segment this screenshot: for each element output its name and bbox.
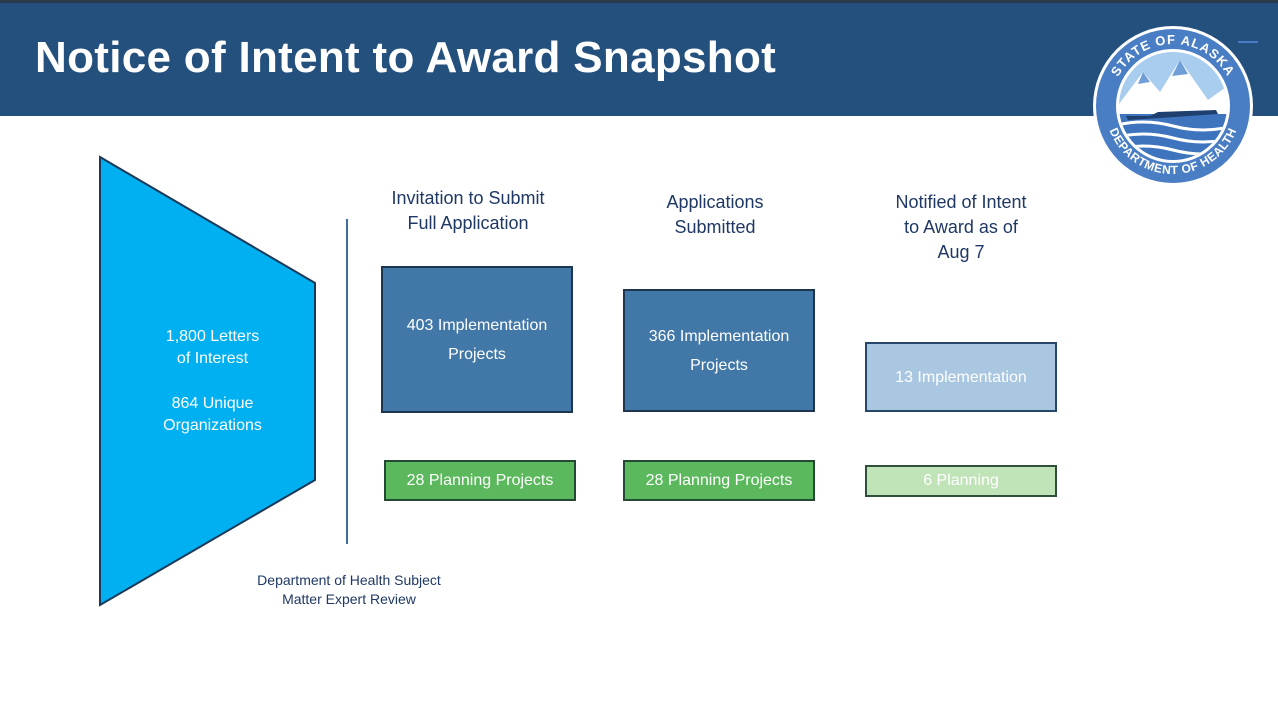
planning-box-invitation: 28 Planning Projects <box>384 460 576 501</box>
column-heading-invitation: Invitation to Submit Full Application <box>391 188 545 233</box>
implementation-box-invitation: 403 Implementation Projects <box>381 266 573 413</box>
title-bar: Notice of Intent to Award Snapshot <box>0 3 1278 116</box>
funnel-line-3: 864 Unique <box>171 395 254 412</box>
column-heading-submitted: Applications Submitted <box>666 192 764 237</box>
department-of-health-seal: STATE OF ALASKA DEPARTMENT OF HEALTH <box>1093 26 1258 186</box>
implementation-box-notified: 13 Implementation <box>865 342 1057 412</box>
review-label: Department of Health Subject Matter Expe… <box>238 571 460 609</box>
funnel-text: 1,800 Letters of Interest 864 Unique Org… <box>130 326 295 437</box>
funnel-line-4: Organizations <box>163 417 262 434</box>
implementation-box-submitted: 366 Implementation Projects <box>623 289 815 412</box>
planning-box-submitted: 28 Planning Projects <box>623 460 815 501</box>
review-divider <box>346 219 348 544</box>
funnel-line-2: of Interest <box>176 350 249 367</box>
page-title: Notice of Intent to Award Snapshot <box>35 33 777 82</box>
column-heading-notified: Notified of Intent to Award as of Aug 7 <box>895 192 1027 262</box>
review-label-line-1: Department of Health Subject <box>257 572 441 588</box>
funnel-line-1: 1,800 Letters <box>165 328 260 345</box>
review-label-line-2: Matter Expert Review <box>282 591 416 607</box>
planning-box-notified: 6 Planning <box>865 465 1057 497</box>
top-border <box>0 0 1278 3</box>
